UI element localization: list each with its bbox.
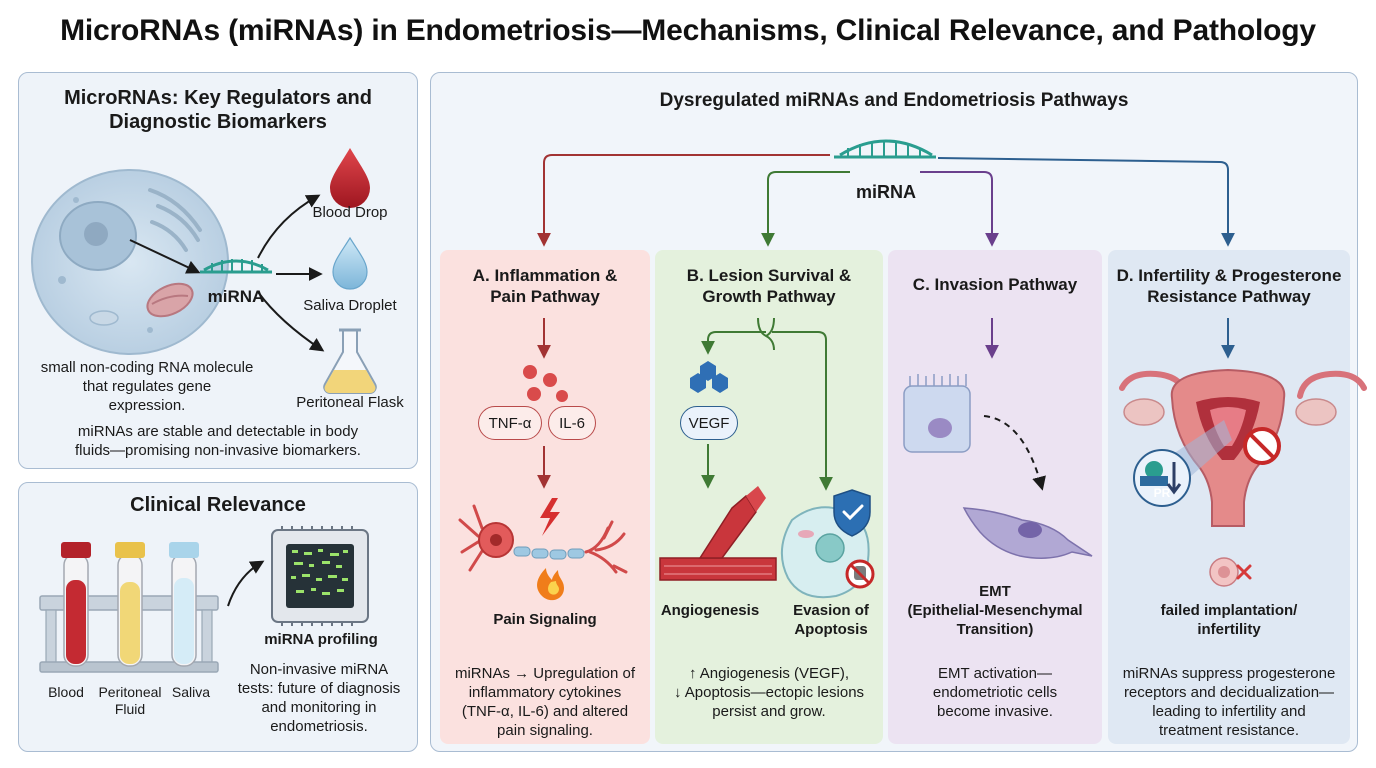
- peritoneal-fluid-tube-label: Peritoneal Fluid: [94, 684, 166, 718]
- saliva-tube-label: Saliva: [171, 684, 211, 700]
- blood-tube-label: Blood: [48, 684, 84, 700]
- tube-label-line: Peritoneal: [98, 684, 162, 700]
- definition-line: expression.: [108, 397, 186, 414]
- biomarkers-heading: MicroRNAs: Key Regulators and Diagnostic…: [18, 86, 418, 134]
- pain-signaling-label: Pain Signaling: [493, 611, 597, 628]
- inflammation-column: [440, 250, 650, 744]
- vegf-pill: VEGF: [680, 406, 738, 440]
- failed-implantation-label: failed implantation/ infertility: [1108, 601, 1350, 639]
- stability-line: fluids—promising non-invasive biomarkers…: [75, 442, 361, 459]
- infertility-title-line: D. Infertility & Progesterone: [1116, 266, 1342, 285]
- failed-implantation-line: failed implantation/: [1160, 602, 1298, 619]
- stability-note: miRNAs are stable and detectable in body…: [18, 422, 418, 460]
- invasion-description-line: become invasive.: [937, 703, 1053, 720]
- apoptosis-label-line: Apoptosis: [794, 621, 868, 638]
- clinical-heading: Clinical Relevance: [130, 494, 306, 516]
- peritoneal-flask-label: Peritoneal Flask: [296, 394, 404, 411]
- survival-title-line: B. Lesion Survival &: [686, 266, 852, 285]
- invasion-description-line: EMT activation—: [938, 665, 1052, 682]
- definition-line: that regulates gene: [82, 378, 212, 395]
- angiogenesis-label: Angiogenesis: [660, 602, 760, 619]
- infertility-description-line: receptors and decidualization—: [1123, 684, 1335, 701]
- inflammation-description-line: inflammatory cytokines: [468, 684, 622, 701]
- saliva-droplet-label: Saliva Droplet: [303, 297, 397, 314]
- emt-label: EMT (Epithelial-Mesenchymal Transition): [888, 582, 1102, 639]
- inflammation-title-line: A. Inflammation &: [472, 266, 618, 285]
- survival-title-line: Growth Pathway: [702, 287, 836, 306]
- inflammation-description-line: miRNAs → Upregulation of: [454, 665, 636, 682]
- infertility-title: D. Infertility & Progesterone Resistance…: [1108, 265, 1350, 307]
- apoptosis-label-line: Evasion of: [793, 602, 869, 619]
- pathway-mirna-label: miRNA: [855, 182, 916, 202]
- pr-label: PR: [1153, 486, 1171, 500]
- clinical-description: Non-invasive miRNA tests: future of diag…: [224, 660, 414, 736]
- il-6-pill: IL-6: [548, 406, 596, 440]
- invasion-description: EMT activation— endometriotic cells beco…: [888, 664, 1102, 721]
- biomarkers-heading-line: Diagnostic Biomarkers: [109, 111, 327, 133]
- inflammation-title-line: Pain Pathway: [490, 287, 600, 306]
- clinical-description-line: tests: future of diagnosis: [237, 680, 401, 697]
- survival-description-line: persist and grow.: [712, 703, 826, 720]
- clinical-description-line: and monitoring in: [261, 699, 377, 716]
- emt-label-line: (Epithelial-Mesenchymal: [907, 602, 1083, 619]
- failed-implantation-line: infertility: [1197, 621, 1261, 638]
- mirna-profiling-label: miRNA profiling: [264, 631, 378, 648]
- inflammation-description-line: (TNF-α, IL-6) and altered: [461, 703, 629, 720]
- inflammation-title: A. Inflammation & Pain Pathway: [440, 265, 650, 307]
- definition-line: small non-coding RNA molecule: [40, 359, 254, 376]
- emt-label-line: EMT: [979, 583, 1011, 600]
- mirna-label: miRNA: [207, 287, 265, 306]
- inflammation-description: miRNAs → Upregulation of inflammatory cy…: [440, 664, 650, 740]
- invasion-column: [888, 250, 1102, 744]
- page-title: MicroRNAs (miRNAs) in Endometriosis—Mech…: [60, 14, 1316, 47]
- evasion-of-apoptosis-label: Evasion of Apoptosis: [776, 601, 886, 639]
- infertility-description-line: miRNAs suppress progesterone: [1122, 665, 1336, 682]
- tnf-alpha-pill: TNF-α: [478, 406, 542, 440]
- clinical-description-line: Non-invasive miRNA: [249, 661, 389, 678]
- biomarkers-heading-line: MicroRNAs: Key Regulators and: [64, 87, 372, 109]
- survival-description-line: ↑ Angiogenesis (VEGF),: [688, 665, 850, 682]
- infertility-description-line: leading to infertility and: [1152, 703, 1306, 720]
- blood-drop-label: Blood Drop: [312, 204, 388, 221]
- survival-title: B. Lesion Survival & Growth Pathway: [655, 265, 883, 307]
- invasion-description-line: endometriotic cells: [932, 684, 1058, 701]
- survival-description-line: ↓ Apoptosis—ectopic lesions: [673, 684, 865, 701]
- inflammation-description-line: pain signaling.: [497, 722, 593, 739]
- infertility-description-line: treatment resistance.: [1158, 722, 1300, 739]
- stability-line: miRNAs are stable and detectable in body: [77, 423, 359, 440]
- mirna-definition: small non-coding RNA molecule that regul…: [22, 358, 272, 415]
- pathways-heading: Dysregulated miRNAs and Endometriosis Pa…: [659, 90, 1129, 111]
- infertility-description: miRNAs suppress progesterone receptors a…: [1108, 664, 1350, 740]
- invasion-title: C. Invasion Pathway: [912, 275, 1078, 294]
- infertility-title-line: Resistance Pathway: [1147, 287, 1311, 306]
- survival-description: ↑ Angiogenesis (VEGF), ↓ Apoptosis—ectop…: [655, 664, 883, 721]
- clinical-description-line: endometriosis.: [270, 718, 368, 735]
- emt-label-line: Transition): [956, 621, 1034, 638]
- tube-label-line: Fluid: [114, 701, 146, 717]
